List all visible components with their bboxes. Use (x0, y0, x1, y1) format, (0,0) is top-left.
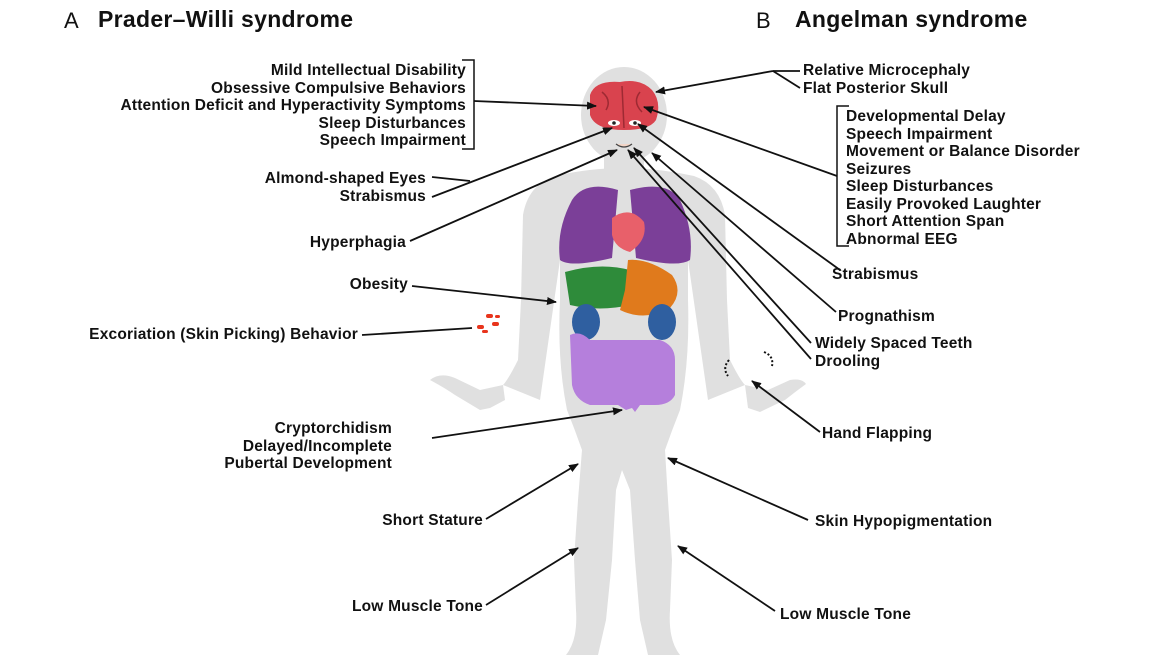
as-label-movement: Movement or Balance Disorder (846, 143, 1080, 161)
pws-eye-features: Almond-shaped Eyes Strabismus (265, 170, 426, 205)
pws-label-obesity: Obesity (350, 276, 408, 294)
pws-label-speech: Speech Impairment (120, 132, 466, 150)
pws-label-pubertal: Pubertal Development (224, 455, 392, 473)
panel-a-letter: A (64, 8, 79, 34)
as-label-sleep: Sleep Disturbances (846, 178, 1080, 196)
pws-label-sleep: Sleep Disturbances (120, 115, 466, 133)
intestines (570, 333, 675, 412)
pws-label-cryptorchidism: Cryptorchidism (224, 420, 392, 438)
as-label-flat-skull: Flat Posterior Skull (803, 80, 970, 98)
pws-label-delayed: Delayed/Incomplete (224, 438, 392, 456)
arrow-pws-brain (474, 101, 596, 106)
as-label-drooling: Drooling (815, 353, 973, 371)
skin-picking-marks (477, 314, 500, 333)
pws-genital-features: Cryptorchidism Delayed/Incomplete Pubert… (224, 420, 392, 473)
as-label-teeth: Widely Spaced Teeth (815, 335, 973, 353)
as-label-low-muscle-tone: Low Muscle Tone (780, 606, 911, 624)
as-label-skin: Skin Hypopigmentation (815, 513, 992, 531)
pws-label-excoriation: Excoriation (Skin Picking) Behavior (89, 326, 358, 344)
pws-label-almond-eyes: Almond-shaped Eyes (265, 170, 426, 188)
arrow-as-skin (668, 458, 808, 520)
arrow-pws-eyes (432, 177, 470, 181)
pws-label-low-muscle-tone: Low Muscle Tone (352, 598, 483, 616)
as-label-hand-flapping: Hand Flapping (822, 425, 932, 443)
liver (565, 266, 630, 308)
arrow-as-skull-2 (656, 71, 773, 92)
as-label-strabismus: Strabismus (832, 266, 918, 284)
as-label-developmental-delay: Developmental Delay (846, 108, 1080, 126)
as-label-attention: Short Attention Span (846, 213, 1080, 231)
arrow-as-brain (644, 107, 837, 176)
arrow-pws-stature (486, 464, 578, 519)
arrow-as-skull-3 (773, 71, 800, 88)
arrow-pws-excoriation (362, 328, 472, 335)
as-label-seizures: Seizures (846, 161, 1080, 179)
as-label-prognathism: Prognathism (838, 308, 935, 326)
pws-label-hyperphagia: Hyperphagia (310, 234, 406, 252)
panel-b-title: Angelman syndrome (795, 6, 1028, 33)
arrow-pws-tone (486, 548, 578, 605)
pws-label-short-stature: Short Stature (382, 512, 483, 530)
pws-label-adhd: Attention Deficit and Hyperactivity Symp… (120, 97, 466, 115)
panel-b-letter: B (756, 8, 771, 34)
as-mouth-features: Widely Spaced Teeth Drooling (815, 335, 973, 370)
pws-label-ocd: Obsessive Compulsive Behaviors (120, 80, 466, 98)
as-brain-features: Developmental Delay Speech Impairment Mo… (846, 108, 1080, 248)
as-label-eeg: Abnormal EEG (846, 231, 1080, 249)
as-label-laughter: Easily Provoked Laughter (846, 196, 1080, 214)
arrow-as-tone (678, 546, 775, 611)
as-label-microcephaly: Relative Microcephaly (803, 62, 970, 80)
panel-a-title: Prader–Willi syndrome (98, 6, 353, 33)
pws-brain-features: Mild Intellectual Disability Obsessive C… (120, 62, 466, 150)
as-skull-features: Relative Microcephaly Flat Posterior Sku… (803, 62, 970, 97)
as-label-speech: Speech Impairment (846, 126, 1080, 144)
pws-label-intellectual: Mild Intellectual Disability (120, 62, 466, 80)
pws-label-strabismus: Strabismus (265, 188, 426, 206)
